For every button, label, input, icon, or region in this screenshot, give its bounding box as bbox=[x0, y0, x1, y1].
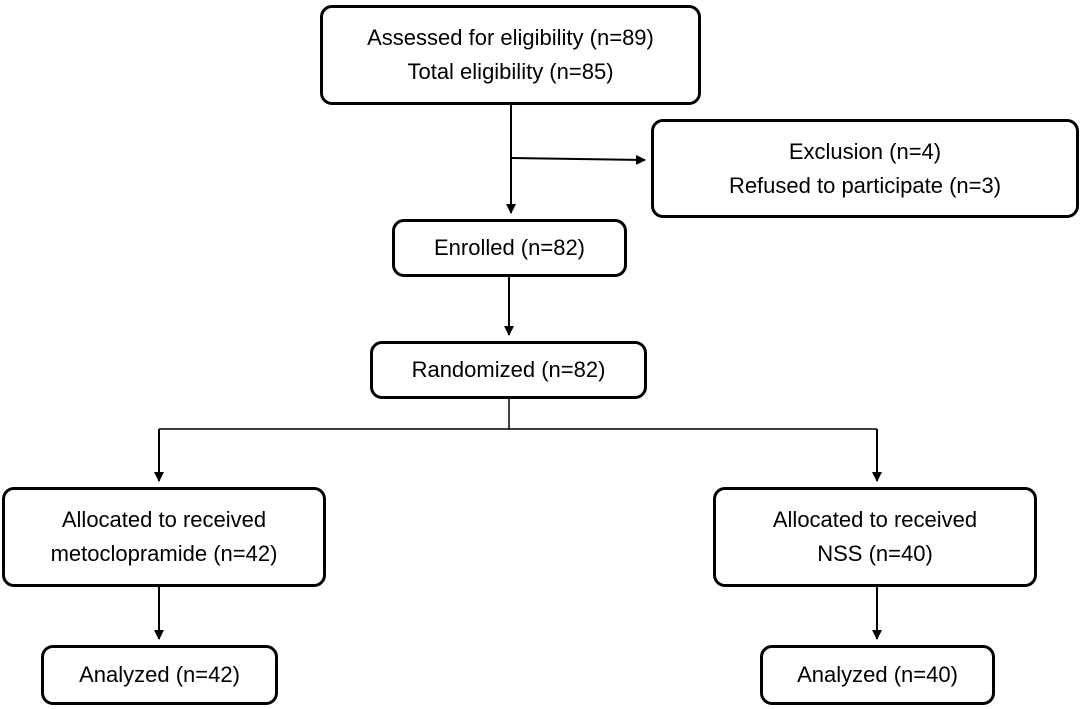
assessed-box: Assessed for eligibility (n=89) Total el… bbox=[320, 5, 701, 105]
exclusion-line-1: Exclusion (n=4) bbox=[788, 138, 942, 164]
allocation-nss-box: Allocated to received NSS (n=40) bbox=[713, 487, 1037, 587]
analyzed-metoclopramide-box: Analyzed (n=42) bbox=[41, 645, 278, 705]
exclusion-line-2: Refused to participate (n=3) bbox=[728, 172, 1002, 198]
allocation-right-line-2: NSS (n=40) bbox=[817, 541, 933, 566]
randomized-label: Randomized (n=82) bbox=[411, 357, 606, 382]
assessed-line-1: Assessed for eligibility (n=89) bbox=[367, 25, 654, 50]
assessed-line-2: Total eligibility (n=85) bbox=[407, 59, 614, 84]
analyzed-right-label: Analyzed (n=40) bbox=[797, 662, 958, 687]
analyzed-left-label: Analyzed (n=42) bbox=[79, 662, 240, 687]
allocation-right-line-1: Allocated to received bbox=[772, 507, 978, 532]
allocation-left-line-1: Allocated to received bbox=[61, 507, 267, 532]
enrolled-label: Enrolled (n=82) bbox=[433, 235, 586, 260]
randomized-box: Randomized (n=82) bbox=[370, 341, 647, 399]
arrow-to-exclusion bbox=[510, 154, 646, 165]
exclusion-box: Exclusion (n=4) Refused to participate (… bbox=[651, 119, 1079, 218]
enrolled-box: Enrolled (n=82) bbox=[392, 219, 627, 277]
analyzed-nss-box: Analyzed (n=40) bbox=[760, 645, 995, 705]
allocation-left-line-2: metoclopramide (n=42) bbox=[50, 541, 278, 566]
allocation-metoclopramide-box: Allocated to received metoclopramide (n=… bbox=[2, 487, 326, 587]
